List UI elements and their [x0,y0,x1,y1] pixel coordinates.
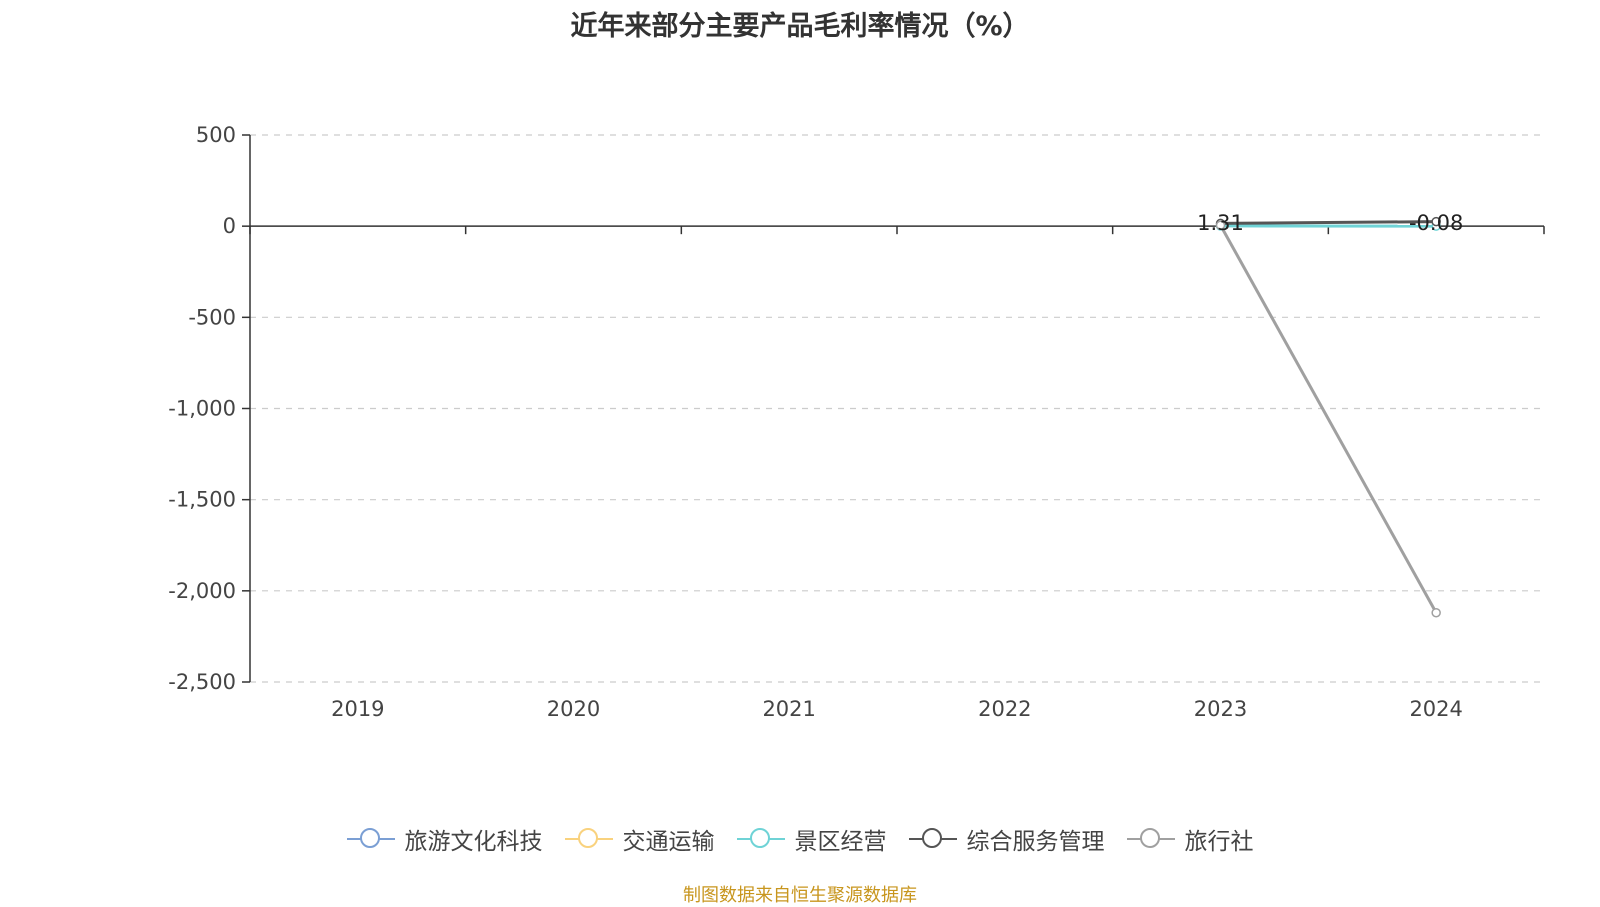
y-tick-label: -1,000 [168,397,236,421]
legend-item[interactable]: 综合服务管理 [909,822,1105,856]
legend-marker-icon [909,827,957,851]
line-chart: 500 0 -500 -1,000 -1,500 -2,000 -2,500 2019 2020… [0,0,1600,800]
legend-marker-icon [347,827,395,851]
axes [242,135,1544,682]
y-tick-label: -2,500 [168,670,236,694]
y-tick-label: 0 [223,214,236,238]
legend-label: 景区经营 [795,822,887,856]
series-lines [1217,218,1441,617]
legend-label: 旅行社 [1185,822,1254,856]
y-tick-label: -500 [188,305,236,329]
y-tick-label: -2,000 [168,579,236,603]
legend-marker-icon [1127,827,1175,851]
legend-label: 综合服务管理 [967,822,1105,856]
legend-marker-icon [737,827,785,851]
legend-marker-icon [565,827,613,851]
x-tick-label: 2021 [762,697,815,721]
series-line-3 [1221,222,1437,224]
grid-lines [250,135,1544,682]
x-tick-label: 2023 [1194,697,1247,721]
legend-label: 交通运输 [623,822,715,856]
source-note: 制图数据来自恒生聚源数据库 [0,881,1600,907]
legend-label: 旅游文化科技 [405,822,543,856]
legend-item[interactable]: 旅游文化科技 [347,822,543,856]
legend-item[interactable]: 旅行社 [1127,822,1254,856]
x-tick-label: 2022 [978,697,1031,721]
data-point [1432,609,1440,617]
data-label: -0.08 [1409,211,1463,235]
legend-item[interactable]: 交通运输 [565,822,715,856]
y-tick-label: -1,500 [168,488,236,512]
data-label: 1.31 [1197,211,1244,235]
series-line-4 [1221,225,1437,612]
labels: 500 0 -500 -1,000 -1,500 -2,000 -2,500 2019 2020… [168,123,1463,721]
legend: 旅游文化科技 交通运输 景区经营 综合服务管理 旅行社 [0,822,1600,856]
x-tick-label: 2019 [331,697,384,721]
x-tick-label: 2020 [547,697,600,721]
y-tick-label: 500 [196,123,236,147]
legend-item[interactable]: 景区经营 [737,822,887,856]
x-tick-label: 2024 [1409,697,1462,721]
